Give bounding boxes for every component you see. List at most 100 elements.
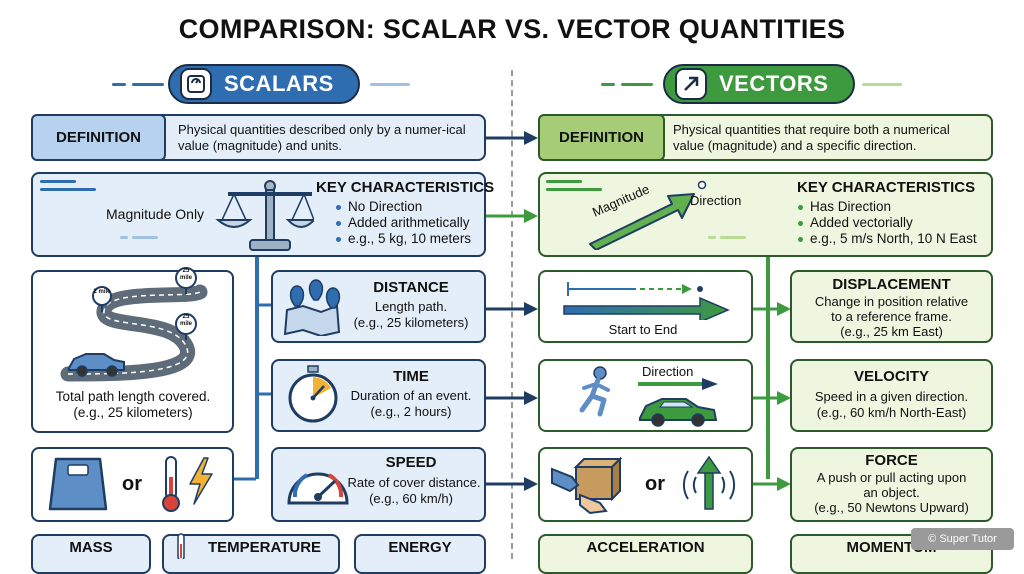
force-arrow xyxy=(753,477,791,491)
displacement-desc: Change in position relative xyxy=(814,294,969,309)
lightning-icon xyxy=(189,457,213,505)
deco-dash xyxy=(720,236,746,239)
displacement-box xyxy=(790,270,993,343)
vectors-key-item: Has Direction xyxy=(798,199,977,215)
deco-dash xyxy=(40,180,76,183)
road-sign-label: 2 mile xyxy=(93,289,111,295)
deco-dash xyxy=(40,188,96,191)
force-desc: an object. xyxy=(863,485,920,500)
connector-tick xyxy=(259,392,271,396)
vectors-key-item: Added vectorially xyxy=(798,215,977,231)
magnitude-arrow-icon xyxy=(589,193,695,250)
or-label: or xyxy=(645,473,665,495)
displacement-arrow xyxy=(753,302,791,316)
vectors-label: VECTORS xyxy=(719,71,829,96)
deco-dash xyxy=(120,236,128,239)
key-arrow xyxy=(486,209,538,223)
velocity-arrow xyxy=(753,391,791,405)
running-person-icon xyxy=(579,366,610,417)
scalars-key-item: e.g., 5 kg, 10 meters xyxy=(336,231,471,247)
time-desc: Duration of an event. xyxy=(350,388,472,403)
connector-tick xyxy=(259,303,271,307)
vectors-key-list: Has Direction Added vectorially e.g., 5 … xyxy=(798,199,977,247)
winding-road-icon xyxy=(60,267,208,382)
map-pin-icon xyxy=(92,286,112,312)
map-pins-icon xyxy=(283,279,341,336)
scalars-key-item: No Direction xyxy=(336,199,471,215)
scale-icon xyxy=(180,68,212,100)
deco-dash xyxy=(862,83,902,86)
gravity-arrow-icon xyxy=(682,455,736,510)
speed-title: SPEED xyxy=(385,454,437,471)
vectors-connector xyxy=(766,257,770,479)
definition-arrow xyxy=(486,131,538,145)
deco-dash xyxy=(546,188,602,191)
force-example: (e.g., 50 Newtons Upward) xyxy=(814,500,969,515)
force-box xyxy=(790,447,993,522)
balance-scale-icon xyxy=(215,180,314,251)
vectors-header: VECTORS xyxy=(663,64,855,104)
vectors-definition-label: DEFINITION xyxy=(538,114,665,161)
deco-dash xyxy=(546,180,582,183)
acceleration-title: ACCELERATION xyxy=(586,539,705,556)
velocity-example: (e.g., 60 km/h North-East) xyxy=(816,405,967,420)
displacement-arrow-icon xyxy=(563,282,730,320)
vectors-key-heading: KEY CHARACTERISTICS xyxy=(797,179,976,196)
scalars-definition-label: DEFINITION xyxy=(31,114,166,161)
scalars-definition-text: Physical quantities described only by a … xyxy=(178,122,466,153)
car-icon xyxy=(68,353,125,377)
magnitude-only-label: Magnitude Only xyxy=(106,206,205,222)
watermark: © Super Tutor xyxy=(911,528,1014,550)
velocity-box xyxy=(790,359,993,432)
scalars-header: SCALARS xyxy=(168,64,360,104)
map-pin-icon xyxy=(175,313,197,340)
direction-arrow-icon xyxy=(638,378,718,390)
thermometer-icon xyxy=(162,456,180,512)
connector-tick xyxy=(234,477,256,481)
page-title: COMPARISON: SCALAR VS. VECTOR QUANTITIES xyxy=(178,14,846,44)
distance-example: (e.g., 25 kilometers) xyxy=(353,315,469,330)
scalars-label: SCALARS xyxy=(224,71,334,96)
scalars-key-heading: KEY CHARACTERISTICS xyxy=(316,179,495,196)
displacement-example: (e.g., 25 km East) xyxy=(840,324,943,339)
thermometer-icon xyxy=(177,533,185,559)
displacement-desc: to a reference frame. xyxy=(831,309,952,324)
vectors-definition-text: Physical quantities that require both a … xyxy=(673,122,950,153)
time-example: (e.g., 2 hours) xyxy=(370,404,452,419)
force-desc: A push or pull acting upon xyxy=(816,470,967,485)
speedometer-icon xyxy=(287,472,349,505)
start-to-end-label: Start to End xyxy=(608,322,678,337)
speed-example: (e.g., 60 km/h) xyxy=(369,491,453,506)
road-caption-example: (e.g., 25 kilometers) xyxy=(73,405,193,420)
deco-dash xyxy=(708,236,716,239)
distance-desc: Length path. xyxy=(374,299,448,314)
deco-dash xyxy=(112,83,126,86)
direction-point-icon xyxy=(697,180,707,190)
deco-dash xyxy=(601,83,615,86)
stopwatch-icon xyxy=(288,365,338,423)
or-label: or xyxy=(122,473,142,495)
mass-title: MASS xyxy=(69,539,113,556)
direction-label: Direction xyxy=(690,193,742,208)
center-divider xyxy=(511,70,513,559)
scalars-key-item: Added arithmetically xyxy=(336,215,471,231)
road-sign-label: 25 mile xyxy=(179,268,192,281)
displacement-title: DISPLACEMENT xyxy=(832,276,951,293)
scalars-connector xyxy=(255,257,259,479)
vectors-key-box xyxy=(538,172,993,257)
vectors-key-item: e.g., 5 m/s North, 10 N East xyxy=(798,231,977,247)
speed-arrow xyxy=(486,477,538,491)
scalars-key-list: No Direction Added arithmetically e.g., … xyxy=(336,199,471,247)
road-sign-label: 25 mile xyxy=(179,314,192,327)
force-title: FORCE xyxy=(865,452,918,469)
road-caption: Total path length covered. xyxy=(55,389,211,404)
velocity-title: VELOCITY xyxy=(853,368,929,385)
energy-title: ENERGY xyxy=(388,539,452,556)
velocity-direction-label: Direction xyxy=(642,364,694,379)
temperature-title: TEMPERATURE xyxy=(208,539,322,556)
deco-dash xyxy=(370,83,410,86)
time-title: TIME xyxy=(393,368,429,385)
deco-dash xyxy=(621,83,653,86)
car-icon xyxy=(639,398,718,427)
box-hands-icon xyxy=(551,456,623,515)
